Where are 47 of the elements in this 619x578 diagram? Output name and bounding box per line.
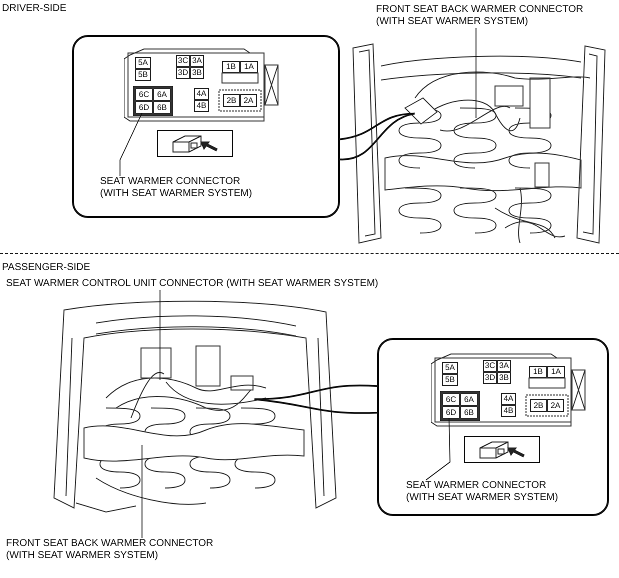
terminal-number: 6C: [135, 88, 153, 101]
connector-view-box: [464, 436, 540, 463]
terminal-number: 1B: [222, 61, 240, 73]
terminal-number: 3C: [176, 55, 190, 67]
terminal-number: 6C: [442, 393, 460, 406]
terminal-number: 6B: [153, 101, 171, 114]
callout-text: FRONT SEAT BACK WARMER CONNECTOR (WITH SEAT WARMER SYSTEM): [6, 538, 246, 562]
callout-tail: [254, 384, 378, 414]
leader-line: [120, 112, 142, 176]
leader-line: [426, 418, 450, 480]
callout-text: SEAT WARMER CONTROL UNIT CONNECTOR (WITH SEAT WARMER SYSTEM): [6, 278, 436, 290]
callout-text: SEAT WARMER CONNECTOR (WITH SEAT WARMER SYSTEM): [406, 480, 606, 504]
terminal-number: 6D: [135, 101, 153, 114]
terminal-number: 5B: [442, 374, 458, 386]
terminal-number: 6D: [442, 406, 460, 419]
callout-tail: [340, 112, 416, 160]
terminal-number: 4A: [501, 393, 516, 405]
terminal-number: 6A: [153, 88, 171, 101]
terminal-number: 3A: [190, 55, 204, 67]
connector-view-box: [157, 130, 233, 157]
terminal-number: 3C: [483, 360, 497, 372]
terminal-number: 3B: [190, 67, 204, 79]
terminal-number: 1B: [529, 366, 547, 378]
section-heading: PASSENGER-SIDE: [2, 262, 90, 274]
terminal-number: 3B: [497, 372, 511, 384]
terminal-number: 3A: [497, 360, 511, 372]
terminal-number: 2B: [530, 399, 547, 412]
terminal-number: 3D: [176, 67, 190, 79]
terminal-number: 4A: [194, 88, 209, 100]
terminal-number: 5B: [135, 69, 151, 81]
terminal-number: 6A: [460, 393, 478, 406]
terminal-number: 1A: [547, 366, 565, 378]
terminal-number: 5A: [442, 362, 458, 374]
callout-text: FRONT SEAT BACK WARMER CONNECTOR (WITH SEAT WARMER SYSTEM): [376, 4, 616, 28]
terminal-number: 2A: [547, 399, 564, 412]
terminal-number: 6B: [460, 406, 478, 419]
section-heading: DRIVER-SIDE: [2, 3, 66, 15]
callout-bubble: [377, 338, 609, 516]
terminal-number: 4B: [501, 405, 516, 417]
terminal-number: 5A: [135, 57, 151, 69]
terminal-number: 2A: [240, 94, 257, 107]
terminal-number: 1A: [240, 61, 258, 73]
callout-text: SEAT WARMER CONNECTOR (WITH SEAT WARMER SYSTEM): [100, 176, 300, 200]
terminal-number: 4B: [194, 100, 209, 112]
terminal-number: 2B: [223, 94, 240, 107]
callout-bubble: [72, 35, 340, 218]
terminal-number: 3D: [483, 372, 497, 384]
